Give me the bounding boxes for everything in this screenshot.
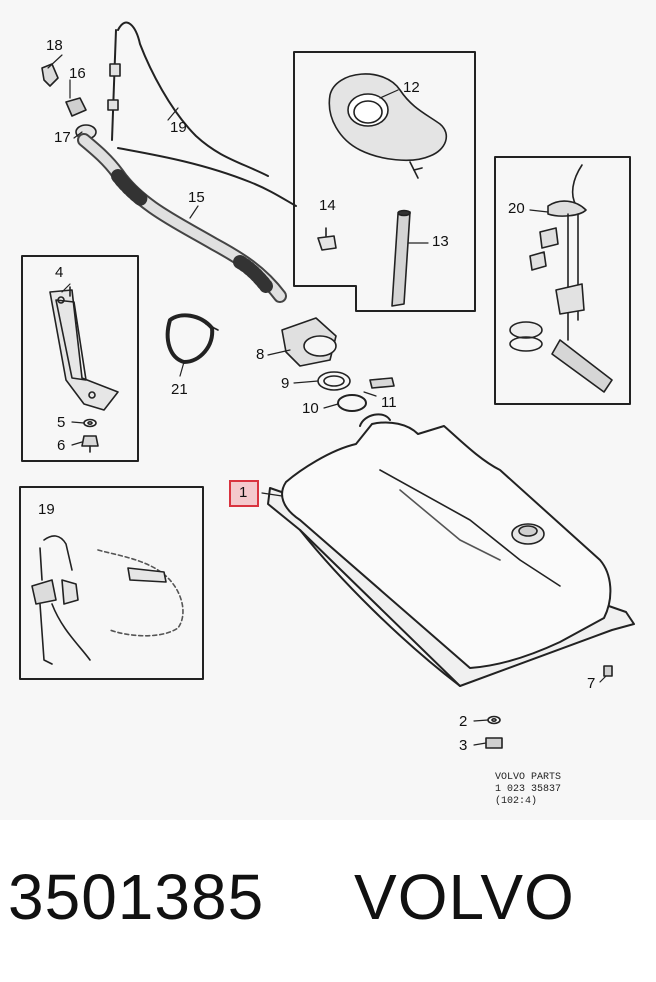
- callout-leaders-left: [61, 283, 85, 446]
- fuel-level-sender-part: [509, 164, 613, 393]
- vent-line-part: [107, 21, 297, 207]
- callout-8: 8: [256, 346, 265, 363]
- routing-inset-frame: [19, 486, 204, 680]
- callout-4: 4: [55, 264, 64, 281]
- callout-leaders-main: [47, 54, 377, 409]
- bracket-inset-frame: [21, 255, 139, 462]
- callout-7: 7: [587, 675, 596, 692]
- callout-20: 20: [508, 200, 525, 217]
- callout-leaders-filler: [379, 89, 429, 244]
- fuel-tank-part: [267, 413, 635, 687]
- catalog-footer-line-1: VOLVO PARTS: [495, 772, 562, 783]
- bolt-part-left: [81, 435, 99, 453]
- breather-hose-part: [391, 209, 411, 307]
- brand-caption: VOLVO: [354, 861, 575, 933]
- callout-leaders-tank: [261, 492, 607, 746]
- callout-2: 2: [459, 713, 468, 730]
- callout-13: 13: [432, 233, 449, 250]
- catalog-footer-line-3: (102:4): [495, 796, 538, 807]
- callout-21: 21: [171, 381, 188, 398]
- filler-hose-part: [77, 133, 287, 303]
- callout-9: 9: [281, 375, 290, 392]
- callout-5: 5: [57, 414, 66, 431]
- callout-12: 12: [403, 79, 420, 96]
- washer-part-left: [83, 418, 97, 428]
- part-number-caption: 3501385: [8, 861, 265, 933]
- callout-3: 3: [459, 737, 468, 754]
- strap-part: [165, 313, 219, 364]
- callout-11: 11: [381, 394, 397, 411]
- callout-1: 1: [239, 484, 248, 501]
- catalog-footer-line-2: 1 023 35837: [495, 784, 562, 795]
- callout-6: 6: [57, 437, 66, 454]
- grommet-part: [328, 73, 448, 179]
- callout-19: 19: [170, 119, 187, 136]
- mounting-bracket-part: [49, 286, 119, 411]
- callout-16: 16: [69, 65, 86, 82]
- hose-clamp-part: [337, 377, 395, 412]
- callout-18: 18: [46, 37, 63, 54]
- callout-17: 17: [54, 129, 71, 146]
- hose-clip-part: [317, 227, 337, 251]
- filler-neck-part: [281, 317, 337, 367]
- exploded-parts-diagram: 1 2 3 4 5 6 7 8 9 10 11 12 13 14 15 16 1…: [19, 21, 635, 807]
- hose-routing-detail: [31, 535, 184, 665]
- drain-parts: [485, 665, 613, 749]
- callout-leaders-sender: [529, 209, 549, 213]
- inset-callout-19: 19: [38, 501, 55, 518]
- seal-ring-part: [317, 371, 351, 391]
- callout-10: 10: [302, 400, 319, 417]
- callout-15: 15: [188, 189, 205, 206]
- callout-14: 14: [319, 197, 336, 214]
- filler-inset-frame: [293, 51, 476, 312]
- diagram-drawing: [19, 21, 635, 749]
- highlighted-callout-frame: [229, 480, 259, 507]
- sender-inset-frame: [494, 156, 631, 405]
